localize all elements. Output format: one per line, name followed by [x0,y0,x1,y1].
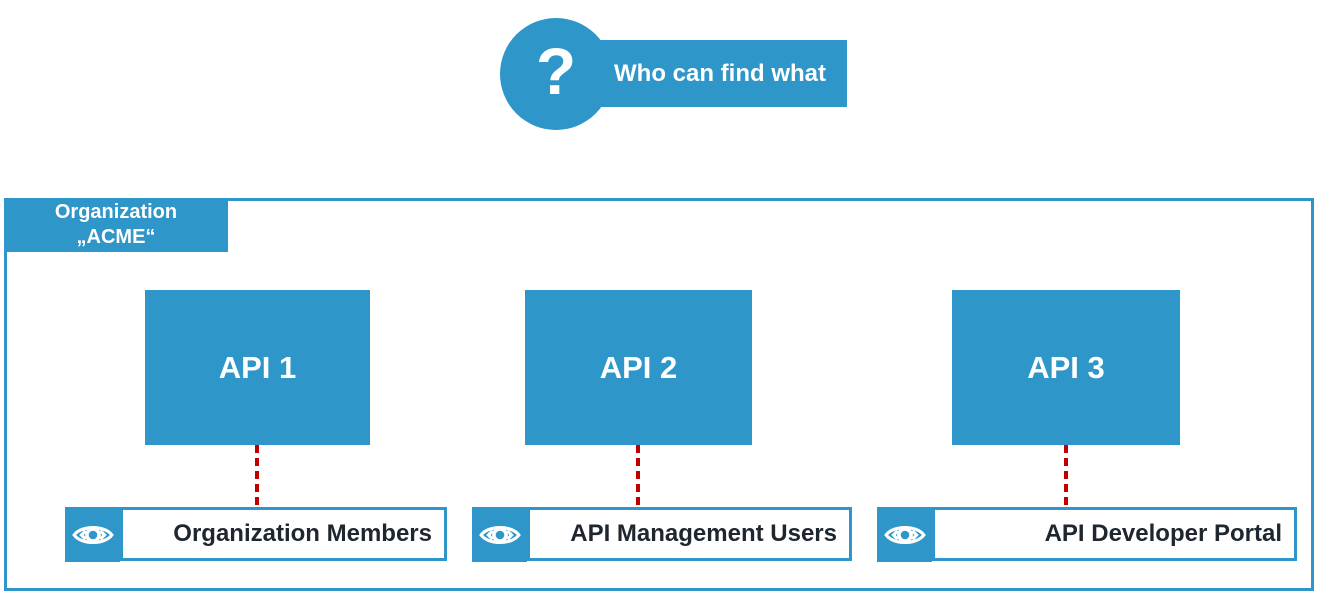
api-box-1: API 1 [145,290,370,445]
api-box-3: API 3 [952,290,1180,445]
audience-label-box-3: API Developer Portal [932,507,1297,561]
organization-tab: Organization „ACME“ [4,198,228,252]
audience-label-box-2: API Management Users [527,507,852,561]
question-mark-icon: ? [535,34,577,108]
organization-name-line1: Organization [54,201,178,223]
eye-icon [472,507,527,562]
question-badge-circle: ? [500,18,612,130]
audience-label: Organization Members [173,520,432,547]
eye-icon [877,507,932,562]
eye-icon [65,507,120,562]
api-box-2: API 2 [525,290,752,445]
audience-label: API Management Users [570,520,837,547]
api-box-label: API 3 [1027,349,1105,385]
connector-line-3 [1064,445,1068,506]
audience-label: API Developer Portal [1044,520,1282,547]
organization-name-line2: „ACME“ [76,226,156,248]
header-title: Who can find what [614,59,826,87]
api-box-label: API 2 [599,349,678,385]
connector-line-2 [636,445,640,506]
connector-line-1 [255,445,259,506]
audience-label-box-1: Organization Members [120,507,447,561]
api-box-label: API 1 [218,349,297,385]
